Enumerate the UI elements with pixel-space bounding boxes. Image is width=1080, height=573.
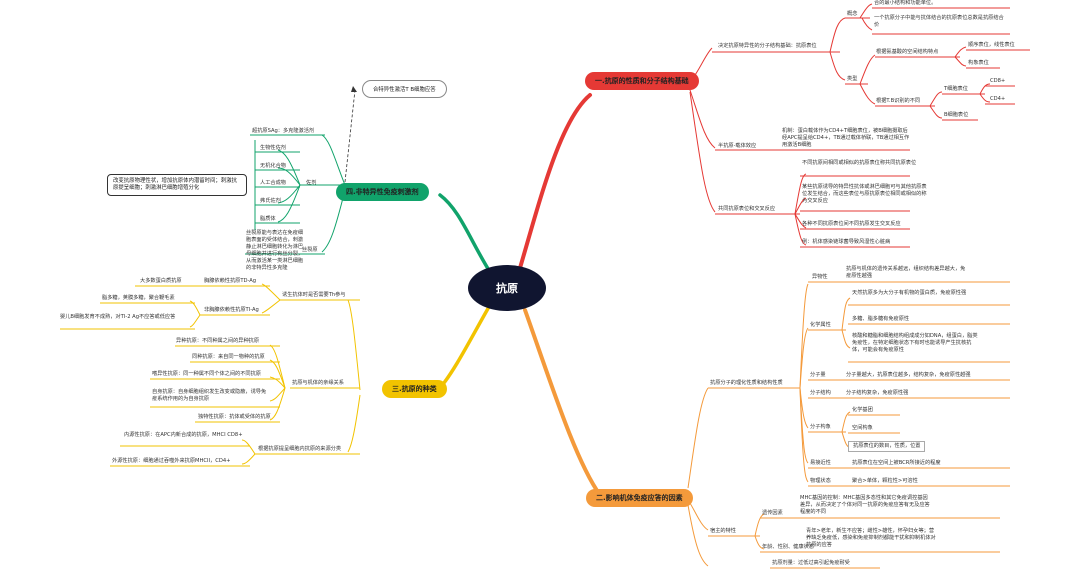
t-epitope: T细胞表位 [944, 86, 968, 92]
cross-item: 不同抗原间相同或相似的抗原表位称共同抗原表位 [802, 160, 917, 166]
root-node: 抗原 [468, 265, 546, 311]
conformation-item: 化学基团 [852, 407, 873, 413]
carrier-text: 机制：蛋白载体作为CD4+T细胞表位，被B细胞摄取后经APC提呈给CD4+，TB… [782, 128, 910, 148]
ti-antigen: 非胸腺依赖性抗原TI-Ag [204, 307, 259, 313]
concept-label: 概念 [847, 11, 858, 17]
branch-title-immune-factors: 二.影响机体免疫应答的因素 [586, 489, 693, 507]
cross-item: 各种不同抗原表位间不同抗原发生交叉反应 [802, 221, 901, 227]
genetic-text: MHC基因的控制：MHC基因多态性和其它免疫调控基因差异，从而决定了个体对同一抗… [800, 495, 930, 515]
spatial-label: 根据氨基酸的空间结构特点 [876, 49, 939, 55]
branch-title-antigen-types: 三.抗原的种类 [382, 380, 447, 398]
struct-label: 分子结构 [810, 390, 831, 396]
physical-state-text: 聚合>单体，颗粒性>可溶性 [852, 478, 918, 484]
th-label: 诱生抗体时是否需要Th参与 [282, 292, 346, 298]
cd4-label: CD4+ [990, 96, 1006, 102]
concept-item: 合的最小结构和功能单位。 [874, 0, 937, 6]
td-desc: 大多数蛋白质抗原 [140, 278, 182, 284]
cross-item: 某些抗原诱导的特异性抗体或淋巴细胞可与其他抗原表位发生结合，而这些表位与原抗原表… [802, 184, 927, 204]
relation-item: 自身抗原：自身细胞组织发生改变或隐蔽，诱导免疫系统作用的为自身抗原 [152, 389, 267, 402]
concept-item: 一个抗原分子中能与抗体结合的抗原表位总数是抗原结合价 [874, 15, 1004, 28]
branch-title-nonspecific: 四.非特异性免疫刺激剂 [336, 183, 429, 201]
mitogen-text: 丝裂原能与表达在免疫细胞表面的受体结合，刺激静止淋巴细胞转化为淋巴母细胞并进行有… [246, 230, 304, 271]
adjuvant-item: 弗氏佐剂 [260, 198, 281, 204]
chem-label: 化学属性 [810, 322, 831, 328]
sag-label: 超抗原SAg：多克隆激活剂 [252, 128, 315, 134]
cross-item: 例：机体感染链球菌导致风湿性心脏病 [802, 239, 891, 245]
conf-epitope: 构象表位 [968, 60, 989, 66]
exogenous-antigen: 外源性抗原：细胞通过吞噬外来抗原MHCII，CD4+ [112, 458, 231, 464]
cd8-label: CD8+ [990, 78, 1006, 84]
branch-title-antigen-properties: 一.抗原的性质和分子结构基础 [585, 72, 699, 90]
tb-label: 根据T.B识别的不同 [876, 98, 921, 104]
age-label: 年龄、性别、健康状态 [762, 544, 814, 550]
cloud-note: 合特异性激活T B细胞应答 [362, 80, 447, 98]
ti-item: 脂多糖，荚膜多糖，聚合鞭毛素 [102, 295, 175, 301]
genetic-label: 遗传因素 [762, 510, 783, 516]
conformation-item-highlighted: 抗原表位的数目，性质，位置 [848, 441, 926, 452]
adjuvant-item: 无机化合物 [260, 163, 286, 169]
connector-root-b4 [438, 193, 492, 274]
antigen-property-label: 抗原分子的理化性质和结构性质 [710, 380, 783, 386]
cross-label: 共同抗原表位和交叉反应 [718, 206, 776, 212]
seq-epitope: 顺序表位，线性表位 [968, 42, 1015, 48]
physical-state-label: 物理状态 [810, 478, 831, 484]
ti-item: 婴儿B细胞发育不成熟，对TI-2 Ag不应答或低应答 [60, 314, 176, 320]
struct-text: 分子结构复杂，免疫原性强 [846, 390, 909, 396]
adjuvant-item: 脂质体 [260, 216, 276, 222]
access-text: 抗原表位在空间上被BCR所接近的程度 [852, 460, 941, 466]
carrier-label: 半抗原-载体效应 [718, 143, 757, 149]
mitogen-label: 丝裂原 [302, 247, 318, 253]
chem-item: 天然抗原多为大分子有机物的蛋白质，免疫原性强 [852, 290, 967, 296]
type-label: 类型 [847, 76, 858, 82]
relation-label: 抗原与机体的亲缘关系 [292, 380, 344, 386]
chem-item: 多糖、脂多糖有免疫原性 [852, 316, 910, 322]
foreign-label: 异物性 [812, 274, 828, 280]
endogenous-antigen: 内源性抗原：在APC内新合成的抗原，MHCI CD8+ [124, 432, 243, 438]
access-label: 易接近性 [810, 460, 831, 466]
epitope-label: 决定抗原特异性的分子结构基础：抗原表位 [718, 43, 817, 49]
b-epitope: B细胞表位 [944, 112, 969, 118]
adjuvant-note: 改变抗原物理性状，增加抗原体内潜留时间；刺激抗原提呈细胞；刺激淋巴细胞增殖分化 [107, 174, 247, 196]
connector-root-b3 [438, 303, 492, 390]
relation-item: 嗜异性抗原：同一种属不同个体之间的不同抗原 [152, 371, 261, 377]
relation-item: 异种抗原：不同种属之间的异种抗原 [176, 338, 260, 344]
host-label: 宿主的特性 [710, 528, 736, 534]
chem-item: 核酸和糖脂和细胞结构组成成分如DNA，组蛋白，脂类免疫性，在特定细胞状态下有时也… [852, 333, 978, 353]
dose-text: 抗原剂量：过低过高引起免疫耐受 [772, 560, 850, 566]
adjuvant-item: 人工合成物 [260, 180, 286, 186]
adjuvant-item: 生物性佐剂 [260, 145, 286, 151]
mhc-label: 根据抗原提呈细胞内抗原的来源分类 [258, 446, 342, 452]
relation-item: 同种抗原：来自同一物种的抗原 [192, 354, 265, 360]
mw-text: 分子量越大，抗原表位越多，结构复杂，免疫原性越强 [846, 372, 971, 378]
connector-root-b1 [518, 93, 592, 270]
age-text: 青年>老年，新生不应答；雌性>雄性，怀孕妇女等；营养缺乏免疫低，感染和免疫抑制剂… [806, 528, 936, 548]
mw-label: 分子量 [810, 372, 826, 378]
conformation-label: 分子构象 [810, 424, 831, 430]
relation-item: 独特性抗原：抗体或受体的抗原 [198, 414, 271, 420]
foreign-text: 抗原与机体的遗传关系越远，组织结构差异越大，免疫原性越强 [846, 266, 966, 279]
connector-root-b2 [523, 308, 602, 497]
td-antigen: 胸腺依赖性抗原TD-Ag [204, 278, 257, 284]
adjuvant-label: 佐剂 [306, 180, 317, 186]
conformation-item: 空间构象 [852, 425, 873, 431]
